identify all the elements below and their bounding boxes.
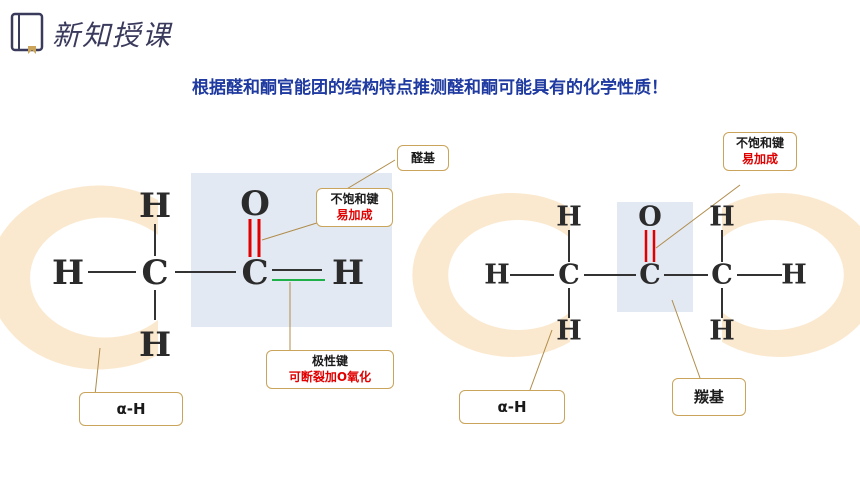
book-icon xyxy=(10,12,44,54)
atom-c2: C xyxy=(241,253,269,293)
atom-r-h-bottom-right: H xyxy=(709,315,735,347)
atom-r-h-right: H xyxy=(781,259,807,291)
atom-h-bottom: H xyxy=(138,325,172,365)
pointer-carbonyl xyxy=(671,299,701,379)
atom-r-h-left: H xyxy=(484,259,510,291)
alpha-h-halo-right-right xyxy=(722,193,860,357)
callout-unsaturated-right: 不饱和键 易加成 xyxy=(723,132,797,172)
callout-polar-bond: 极性键 可断裂加O氧化 xyxy=(266,350,394,390)
atom-r-o: O xyxy=(638,201,662,233)
atom-h-top: H xyxy=(138,186,172,226)
atom-r-c1: C xyxy=(558,259,580,291)
atom-r-c3: C xyxy=(711,259,733,291)
callout-unsaturated-left: 不饱和键 易加成 xyxy=(316,188,393,228)
atom-c1: C xyxy=(141,253,169,293)
atom-h-right: H xyxy=(331,253,365,293)
alpha-h-halo-left xyxy=(0,185,158,370)
atom-r-h-top-right: H xyxy=(709,201,735,233)
atom-r-c2: C xyxy=(639,259,661,291)
atom-h-left: H xyxy=(51,253,85,293)
page-title: 新知授课 xyxy=(52,19,173,52)
atom-r-h-top-left: H xyxy=(556,201,582,233)
pointer-unsaturated-right xyxy=(655,184,741,249)
alpha-h-halo-right-left xyxy=(412,192,570,357)
callout-carbonyl-group: 羰基 xyxy=(672,378,746,416)
callout-alpha-h-right: α-H xyxy=(459,390,565,424)
atom-o: O xyxy=(240,184,270,224)
pointer-aldehyde xyxy=(344,159,396,191)
subtitle: 根据醛和酮官能团的结构特点推测醛和酮可能具有的化学性质！ xyxy=(192,78,668,98)
pointer-alpha-right xyxy=(529,329,553,391)
callout-alpha-h-left: α-H xyxy=(79,392,183,426)
callout-aldehyde-group: 醛基 xyxy=(397,145,449,171)
pointer-alpha-left xyxy=(94,347,101,396)
pointer-unsaturated-left xyxy=(261,221,321,241)
atom-r-h-bottom-left: H xyxy=(556,315,582,347)
